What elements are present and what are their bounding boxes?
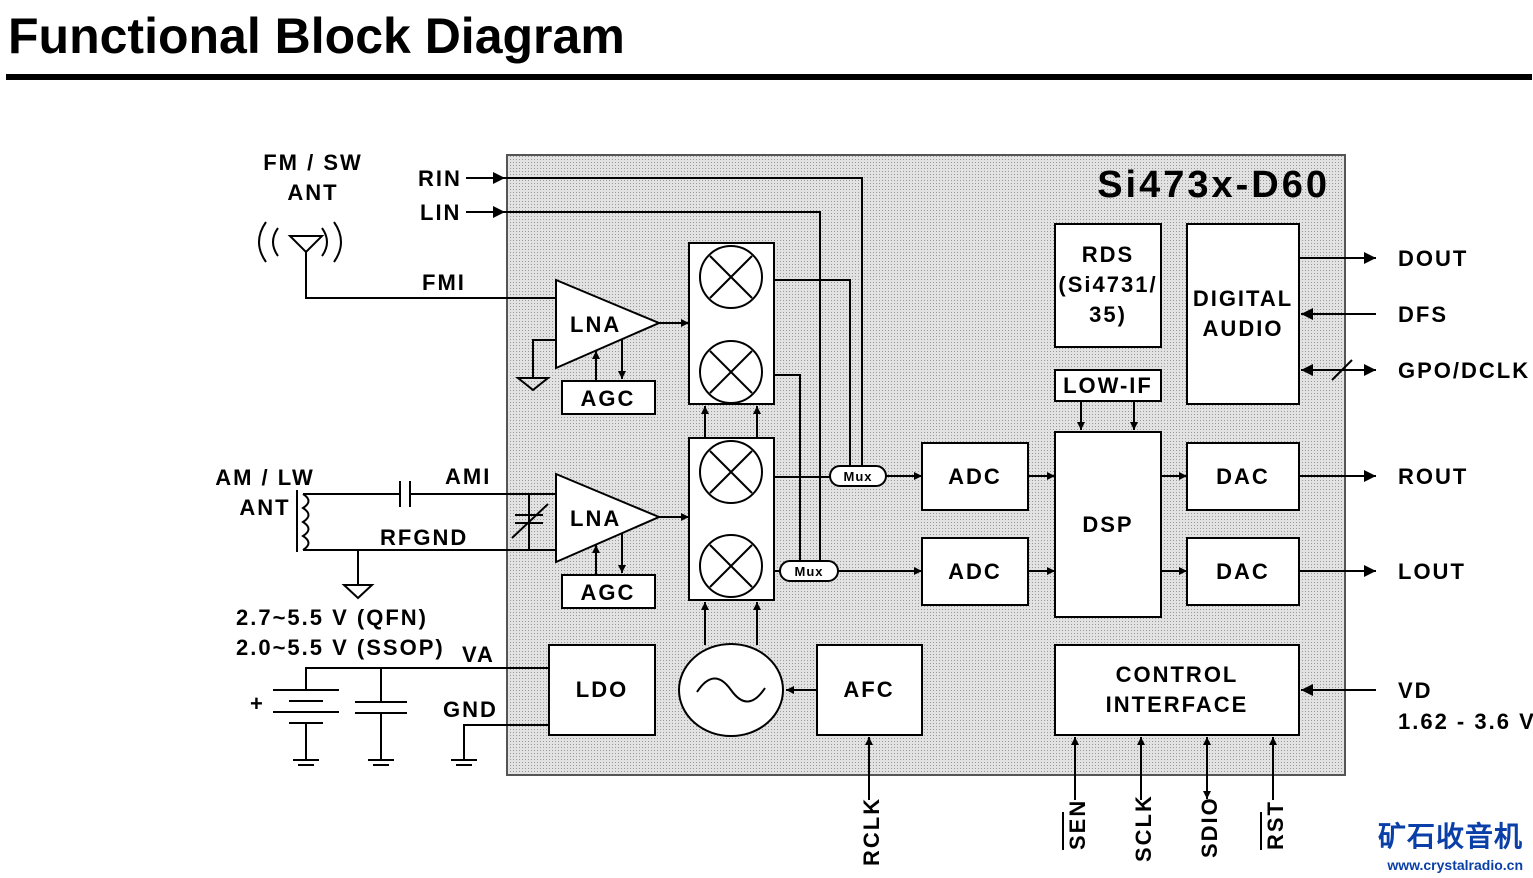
title-underline <box>6 74 1532 80</box>
rfgnd-label: RFGND <box>380 525 468 550</box>
dac-bottom: DAC <box>1186 537 1300 606</box>
rclk-label: RCLK <box>859 797 884 866</box>
mux-top: Mux <box>829 465 887 487</box>
ami-label: AMI <box>445 464 491 489</box>
loopstick-coil-icon <box>296 490 310 552</box>
battery-plus-label: + <box>250 691 265 716</box>
svg-text:CONTROL: CONTROL <box>1116 662 1239 687</box>
mixer-icon <box>699 534 763 598</box>
battery-icon <box>273 689 339 724</box>
gnd-label: GND <box>443 697 498 722</box>
va-label: VA <box>462 642 495 667</box>
svg-text:ADC: ADC <box>948 464 1002 489</box>
adc-bottom: ADC <box>921 537 1029 606</box>
sclk-label: SCLK <box>1131 794 1156 862</box>
lna-am: LNA <box>555 472 662 564</box>
fm-ant-label-line1: FM / SW <box>263 150 363 175</box>
mixer-icon <box>699 340 763 404</box>
oscillator-icon <box>678 643 784 737</box>
fm-ant-label-line2: ANT <box>287 180 338 205</box>
decoupling-capacitor-icon <box>355 701 407 714</box>
watermark-logo: 矿石收音机 <box>1378 820 1523 852</box>
svg-text:DIGITAL: DIGITAL <box>1193 286 1293 311</box>
am-ant-label-line2: ANT <box>239 495 290 520</box>
capacitor-icon <box>399 481 411 507</box>
mixer-icon <box>699 440 763 504</box>
svg-text:INTERFACE: INTERFACE <box>1106 692 1249 717</box>
rds-block: RDS (Si4731/ 35) <box>1054 223 1162 348</box>
lout-label: LOUT <box>1398 559 1466 584</box>
control-interface-block: CONTROL INTERFACE <box>1054 644 1300 736</box>
bus-slash-icon <box>1331 359 1353 381</box>
svg-text:LNA: LNA <box>570 312 621 337</box>
rst-label: RST <box>1263 800 1288 850</box>
rin-label: RIN <box>418 166 462 191</box>
sdio-label: SDIO <box>1197 796 1222 858</box>
vd-range-label: 1.62 - 3.6 V <box>1398 709 1533 734</box>
svg-text:AUDIO: AUDIO <box>1203 316 1284 341</box>
chip-name: Si473x-D60 <box>1097 164 1330 206</box>
mixer-block-am <box>688 437 775 601</box>
ldo-block: LDO <box>548 644 656 736</box>
mixer-block-fm <box>688 242 775 405</box>
varactor-icon <box>511 494 549 550</box>
lna-fm: LNA <box>555 278 662 370</box>
dac-top: DAC <box>1186 442 1300 511</box>
agc-fm: AGC <box>561 380 656 415</box>
supply-range-ssop: 2.0~5.5 V (SSOP) <box>236 635 445 660</box>
digital-audio-block: DIGITAL AUDIO <box>1186 223 1300 405</box>
dsp-block: DSP <box>1054 431 1162 618</box>
sen-label: SEN <box>1065 799 1090 850</box>
svg-text:DAC: DAC <box>1216 559 1270 584</box>
low-if-block: LOW-IF <box>1054 369 1162 402</box>
svg-text:AGC: AGC <box>581 580 636 605</box>
lin-label: LIN <box>420 200 461 225</box>
mux-bottom: Mux <box>779 560 839 582</box>
svg-text:(Si4731/: (Si4731/ <box>1058 272 1157 297</box>
supply-range-qfn: 2.7~5.5 V (QFN) <box>236 605 428 630</box>
ground-icon <box>341 584 375 600</box>
page-title: Functional Block Diagram <box>8 8 625 64</box>
fmi-label: FMI <box>422 270 466 295</box>
fm-antenna-icon: FM / SW ANT <box>258 150 556 299</box>
svg-text:LDO: LDO <box>576 677 628 702</box>
svg-text:Mux: Mux <box>844 469 873 484</box>
svg-text:35): 35) <box>1089 302 1127 327</box>
svg-text:RDS: RDS <box>1082 242 1134 267</box>
svg-text:DSP: DSP <box>1082 512 1133 537</box>
gnd-ground-icon <box>451 759 477 766</box>
mixer-icon <box>699 245 763 309</box>
dout-label: DOUT <box>1398 246 1468 271</box>
watermark-url: www.crystalradio.cn <box>1386 857 1523 873</box>
battery-ground-icon <box>293 759 319 766</box>
capacitor-ground-icon <box>368 759 394 766</box>
svg-text:ADC: ADC <box>948 559 1002 584</box>
svg-text:LNA: LNA <box>570 506 621 531</box>
svg-text:Mux: Mux <box>795 564 824 579</box>
adc-top: ADC <box>921 442 1029 511</box>
lna-fm-ground-icon <box>515 377 551 392</box>
rout-label: ROUT <box>1398 464 1468 489</box>
svg-text:AGC: AGC <box>581 386 636 411</box>
am-ant-label-line1: AM / LW <box>215 465 315 490</box>
svg-text:AFC: AFC <box>843 677 894 702</box>
svg-text:LOW-IF: LOW-IF <box>1063 373 1153 398</box>
gpo-dclk-label: GPO/DCLK <box>1398 358 1530 383</box>
agc-am: AGC <box>561 574 656 609</box>
afc-block: AFC <box>816 644 923 736</box>
dfs-label: DFS <box>1398 302 1448 327</box>
vd-label: VD <box>1398 678 1433 703</box>
svg-text:DAC: DAC <box>1216 464 1270 489</box>
